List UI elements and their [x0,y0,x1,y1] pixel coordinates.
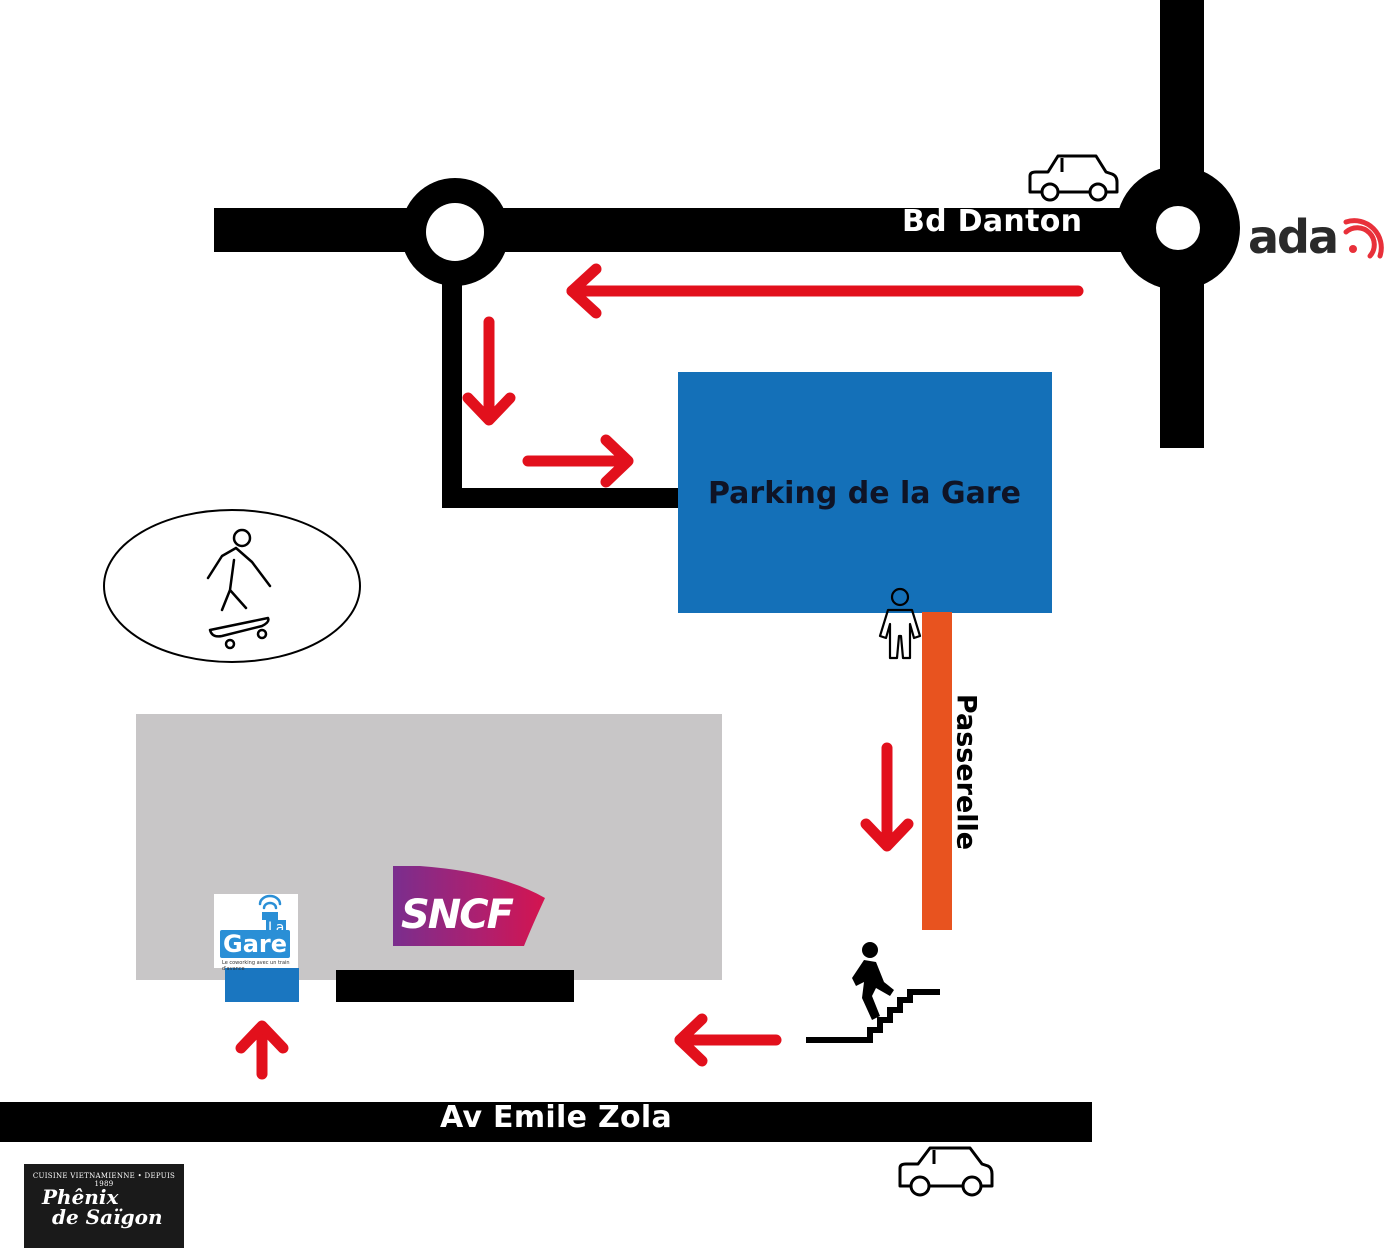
direction-arrow-icon [860,742,914,852]
la-gare-tagline: Le coworking avec un train d'avance [222,960,290,972]
ada-signal-icon [1343,218,1384,259]
phenix-name-line1: Phênix [42,1185,119,1209]
road-av-emile-zola [0,1102,1092,1142]
phenix-tagline: CUISINE VIETNAMIENNE • DEPUIS 1989 [32,1172,176,1188]
direction-arrow-icon [566,263,1084,319]
footbridge-label: Passerelle [950,693,982,851]
wifi-icon [258,894,282,920]
ada-logo: ada [1248,210,1339,264]
sncf-logo-text: SNCF [401,892,514,938]
street-label-bd-danton: Bd Danton [902,204,1083,239]
pedestrian-icon [878,587,922,660]
direction-arrow-icon [462,316,516,426]
car-icon [898,1146,994,1197]
footbridge-bar [922,612,952,930]
phenix-de-saigon-logo: CUISINE VIETNAMIENNE • DEPUIS 1989 Phêni… [24,1164,184,1248]
skatepark-area [103,509,361,663]
parking-block [678,372,1052,613]
road-bd-danton [214,208,1174,252]
roundabout-icon [1116,166,1240,290]
road-access-vertical [442,270,462,508]
la-gare-logo: La Gare Le coworking avec un train d'ava… [214,894,298,972]
station-platform [336,970,574,1002]
skateboarder-icon [206,528,272,650]
car-icon [1028,154,1119,202]
direction-arrow-icon [522,434,634,488]
roundabout-icon [401,178,509,286]
gare-entrance [225,968,299,1002]
sncf-logo: SNCF [393,866,545,946]
phenix-name-line2: de Saïgon [52,1205,163,1229]
sncf-logo-shape [393,866,545,946]
parking-label: Parking de la Gare [708,476,1021,511]
road-access-horizontal [442,488,678,508]
la-gare-word: Gare [220,930,291,958]
ada-logo-text: ada [1248,210,1339,264]
stairs-walker-icon [806,942,940,1043]
direction-arrow-icon [235,1020,289,1080]
direction-arrow-icon [674,1013,782,1067]
street-label-av-emile-zola: Av Emile Zola [440,1100,673,1135]
